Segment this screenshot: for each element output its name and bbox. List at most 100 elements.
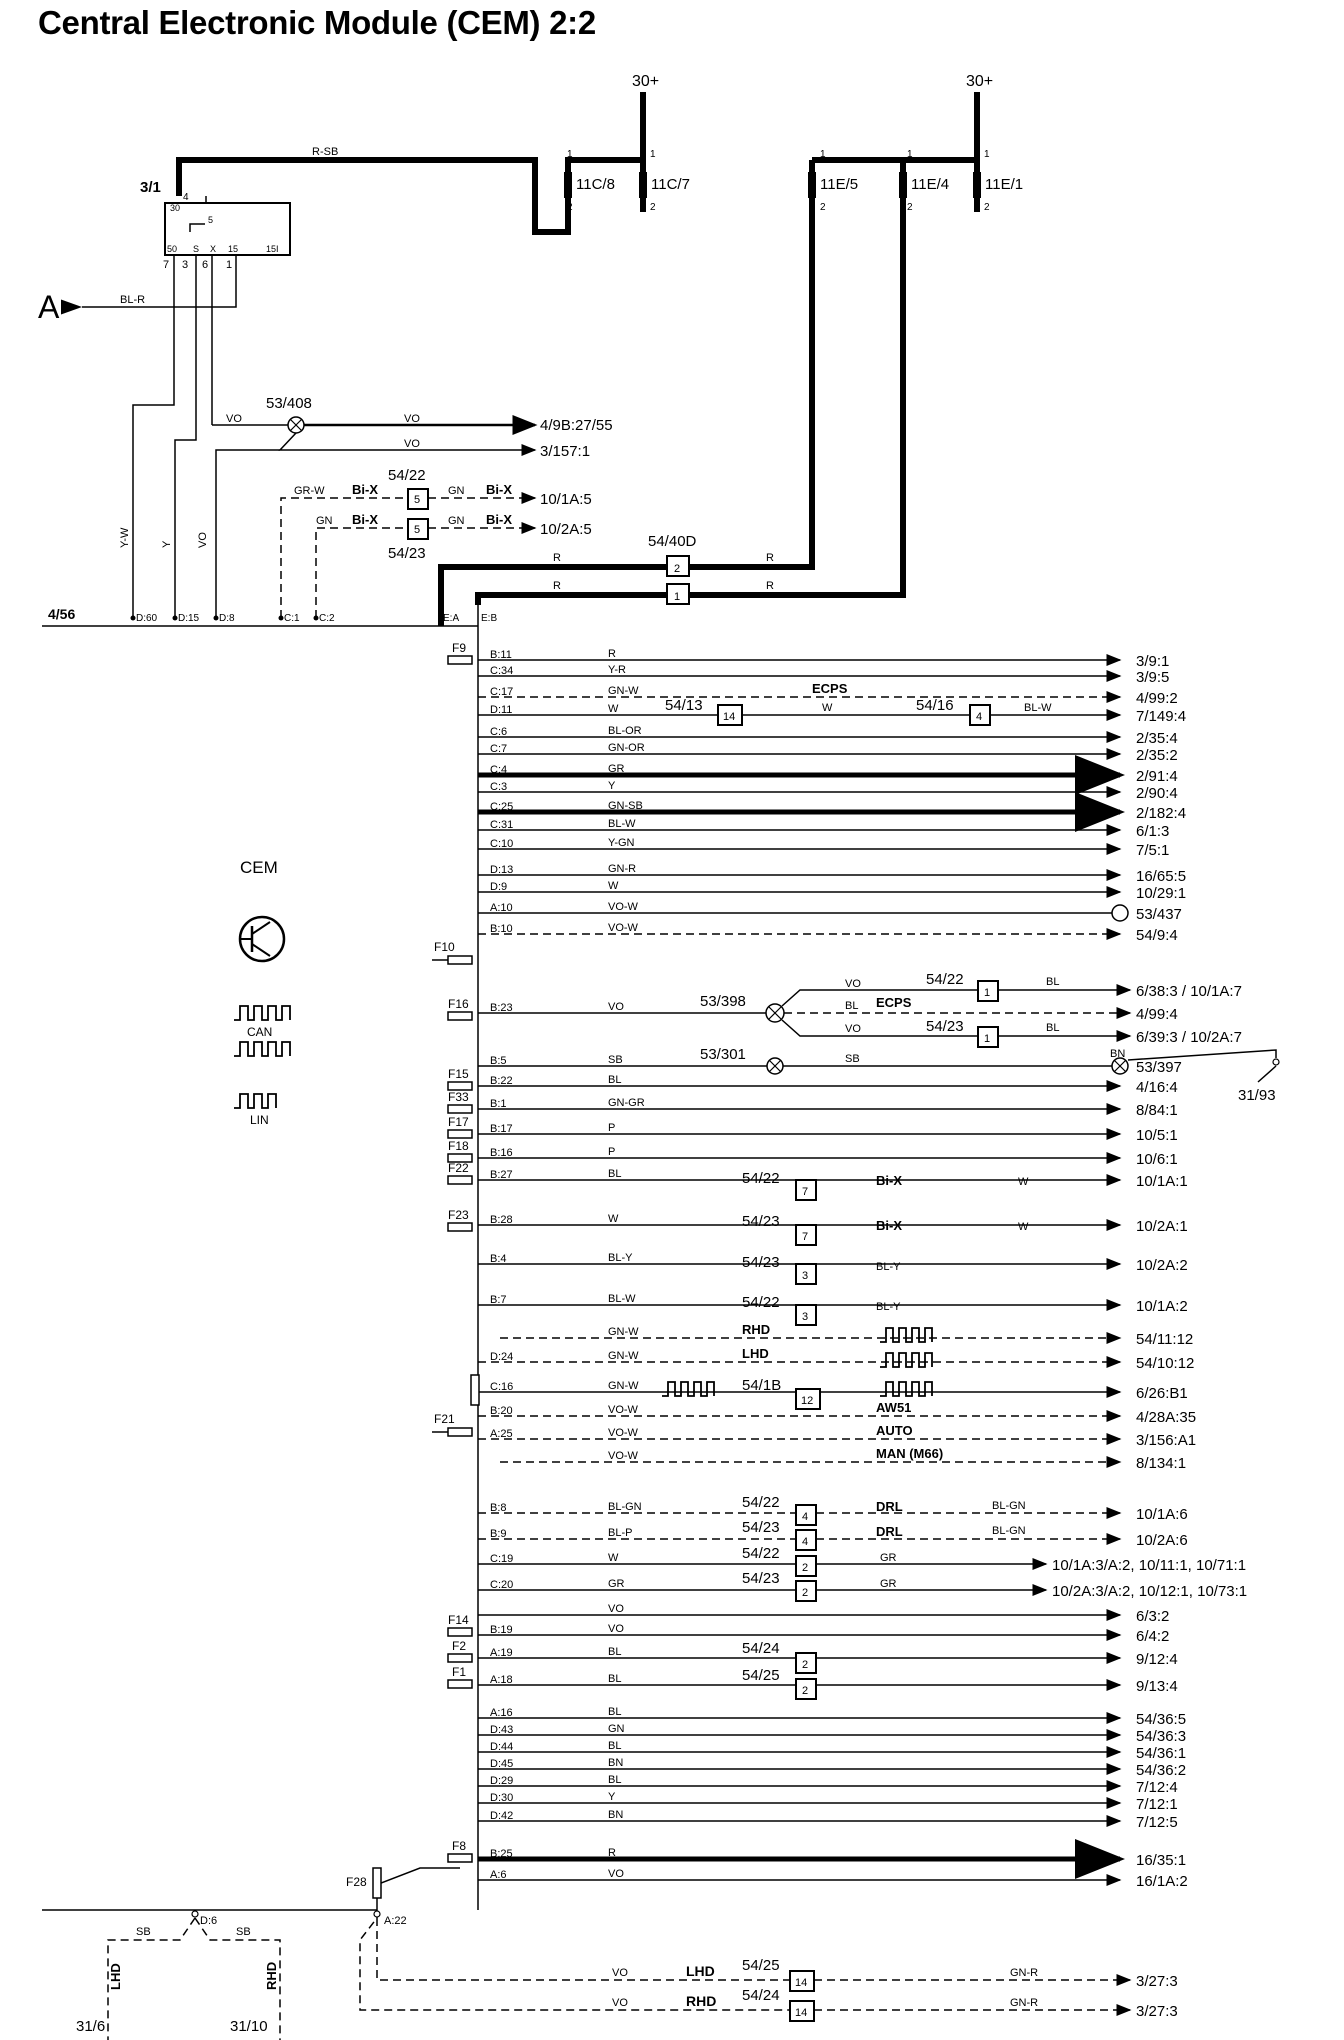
row-wire-color: BL-GN xyxy=(608,1501,642,1513)
fuse-11e5-body xyxy=(808,172,816,198)
svg-text:BL-Y: BL-Y xyxy=(876,1261,901,1273)
svg-text:F1: F1 xyxy=(452,1665,466,1679)
row-pin-label: D:29 xyxy=(490,1775,513,1787)
svg-text:D:60: D:60 xyxy=(136,613,158,624)
row-wire-color: GN-R xyxy=(608,863,636,875)
row-wire-color: GN-GR xyxy=(608,1097,645,1109)
row-destination: 2/35:4 xyxy=(1136,730,1178,747)
row-pin-label: D:42 xyxy=(490,1810,513,1822)
svg-text:BL-W: BL-W xyxy=(1024,702,1052,714)
svg-text:7: 7 xyxy=(802,1231,808,1243)
svg-text:GN: GN xyxy=(448,485,465,497)
row-destination: 54/11:12 xyxy=(1136,1331,1193,1348)
row-destination: 3/9:1 xyxy=(1136,653,1169,670)
row-wire-color: BN xyxy=(608,1809,623,1821)
row-wire-color: BL xyxy=(608,1673,621,1685)
fuse-11e5-label: 11E/5 xyxy=(820,176,858,193)
wire-r-sb xyxy=(176,157,643,235)
row-wire-color: Y xyxy=(608,1791,616,1803)
diagram-title: Central Electronic Module (CEM) 2:2 xyxy=(38,4,596,41)
cem-symbols: CEM CAN LIN xyxy=(234,858,291,1127)
svg-text:5: 5 xyxy=(414,494,420,506)
row-pin-label: B:27 xyxy=(490,1169,513,1181)
row-wire-color: VO-W xyxy=(608,922,639,934)
row-wire-color: BL xyxy=(608,1168,621,1180)
row-wire-color: BL xyxy=(608,1074,621,1086)
row-wire-color: VO xyxy=(608,1623,624,1635)
row-wire-color: GR xyxy=(608,763,625,775)
svg-text:14: 14 xyxy=(795,1977,807,1989)
fuse-f33: F33 xyxy=(447,1090,473,1114)
svg-text:54/23: 54/23 xyxy=(926,1018,964,1035)
dest-3273-rhd: 3/27:3 xyxy=(1136,2003,1178,2020)
fuse-f9: F9 xyxy=(447,641,473,665)
bottom-section: A:22 14 14 VO LHD 54/25 GN-R 3/27:3 VO R… xyxy=(42,1867,1178,2040)
row-destination: 10/1A:2 xyxy=(1136,1298,1188,1315)
row-wire-color: VO-W xyxy=(608,1427,639,1439)
output-row: D:42 BN 7/12:5 xyxy=(478,1809,1178,1831)
row-destination: 54/36:1 xyxy=(1136,1745,1186,1762)
row-destination: 53/437 xyxy=(1136,906,1182,923)
wire-label-rsb: R-SB xyxy=(312,146,338,158)
svg-text:14: 14 xyxy=(795,2007,807,2019)
row-wire-color: BL-P xyxy=(608,1527,632,1539)
svg-text:GN: GN xyxy=(448,515,465,527)
svg-text:4: 4 xyxy=(183,192,189,203)
wire-y xyxy=(174,255,197,618)
svg-text:F2: F2 xyxy=(452,1639,466,1653)
ground-3110: 31/10 xyxy=(230,2018,268,2035)
svg-text:54/22: 54/22 xyxy=(926,971,964,988)
row-destination: 2/91:4 xyxy=(1136,768,1178,785)
row-wire-color: BL xyxy=(608,1706,621,1718)
row-wire-color: GN-SB xyxy=(608,800,643,812)
lin-wave-2 xyxy=(880,1381,933,1397)
row-annotation: RHD xyxy=(742,1322,770,1337)
row-destination: 54/9:4 xyxy=(1136,927,1178,944)
row-destination: 54/36:5 xyxy=(1136,1711,1186,1728)
fuse-f28: F28 xyxy=(346,1867,382,1899)
row-pin-label: B:1 xyxy=(490,1098,507,1110)
svg-text:ECPS: ECPS xyxy=(876,995,912,1010)
fuse-f2: F2 xyxy=(447,1639,473,1663)
svg-text:54/23: 54/23 xyxy=(742,1254,780,1271)
fuse-11e1-body xyxy=(973,172,981,198)
row-destination: 7/12:1 xyxy=(1136,1796,1178,1813)
svg-text:7: 7 xyxy=(802,1186,808,1198)
svg-text:RHD: RHD xyxy=(686,1993,716,2009)
svg-text:VO: VO xyxy=(612,1997,628,2009)
svg-text:CAN: CAN xyxy=(247,1025,272,1039)
row-destination: 4/28A:35 xyxy=(1136,1409,1196,1426)
svg-text:2: 2 xyxy=(802,1562,808,1574)
top-section: 30+ 30+ R-SB 3/1 4 30 5 50 S X 15 15I 7 … xyxy=(38,73,1023,1910)
svg-text:VO: VO xyxy=(226,413,242,425)
svg-text:1: 1 xyxy=(984,149,990,160)
fuse-f1: F1 xyxy=(447,1665,473,1689)
svg-text:6: 6 xyxy=(202,259,208,271)
row-wire-color: BN xyxy=(608,1757,623,1769)
row-pin-label: C:16 xyxy=(490,1381,513,1393)
row-destination: 7/12:5 xyxy=(1136,1814,1178,1831)
row-destination: 54/36:2 xyxy=(1136,1762,1186,1779)
svg-text:F16: F16 xyxy=(448,997,469,1011)
row-wire-color: BL-OR xyxy=(608,725,642,737)
svg-text:3: 3 xyxy=(802,1311,808,1323)
row-pin-label: D:11 xyxy=(490,704,512,716)
svg-text:1: 1 xyxy=(984,1033,990,1045)
svg-text:1: 1 xyxy=(650,149,656,160)
row-pin-label: B:23 xyxy=(490,1002,513,1014)
row-pin-label: B:9 xyxy=(490,1528,507,1540)
fuse-symbols: F9 F10 F16 F15 F33 F17 F18 F22 F23 F21 F… xyxy=(346,641,480,1899)
row-wire-color: VO-W xyxy=(608,1450,639,1462)
svg-text:1: 1 xyxy=(674,591,680,603)
